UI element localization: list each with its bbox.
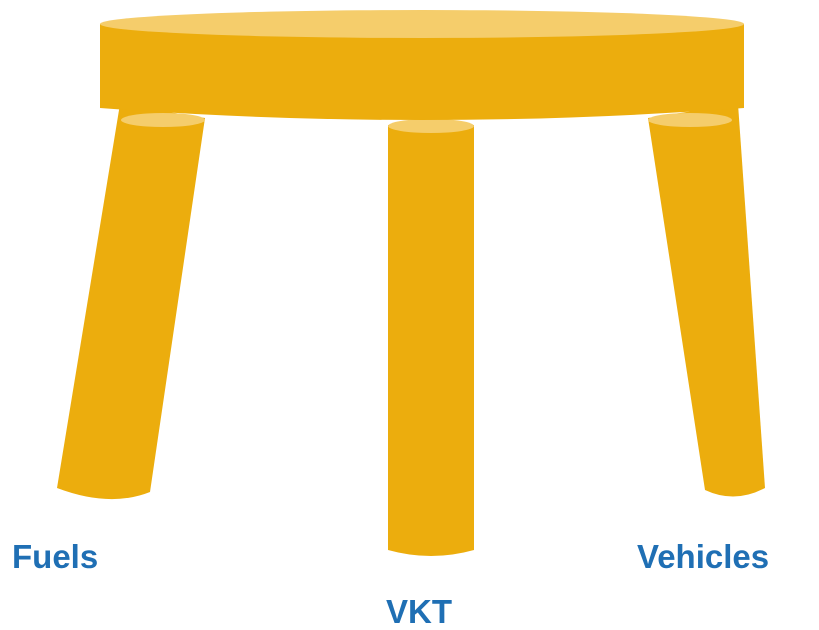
left-leg [57, 104, 205, 499]
stool-seat [100, 10, 744, 120]
label-fuels: Fuels [12, 540, 98, 573]
left-leg-body [57, 104, 205, 499]
center-leg-body [388, 125, 474, 556]
label-vkt: VKT [386, 595, 452, 628]
center-leg [388, 119, 474, 556]
center-leg-cap [388, 119, 474, 133]
right-leg-body [648, 104, 765, 497]
seat-side [100, 24, 744, 120]
label-vehicles: Vehicles [637, 540, 769, 573]
right-leg [648, 104, 765, 497]
right-leg-cap [648, 113, 732, 127]
left-leg-cap [121, 113, 205, 127]
seat-top [100, 10, 744, 38]
